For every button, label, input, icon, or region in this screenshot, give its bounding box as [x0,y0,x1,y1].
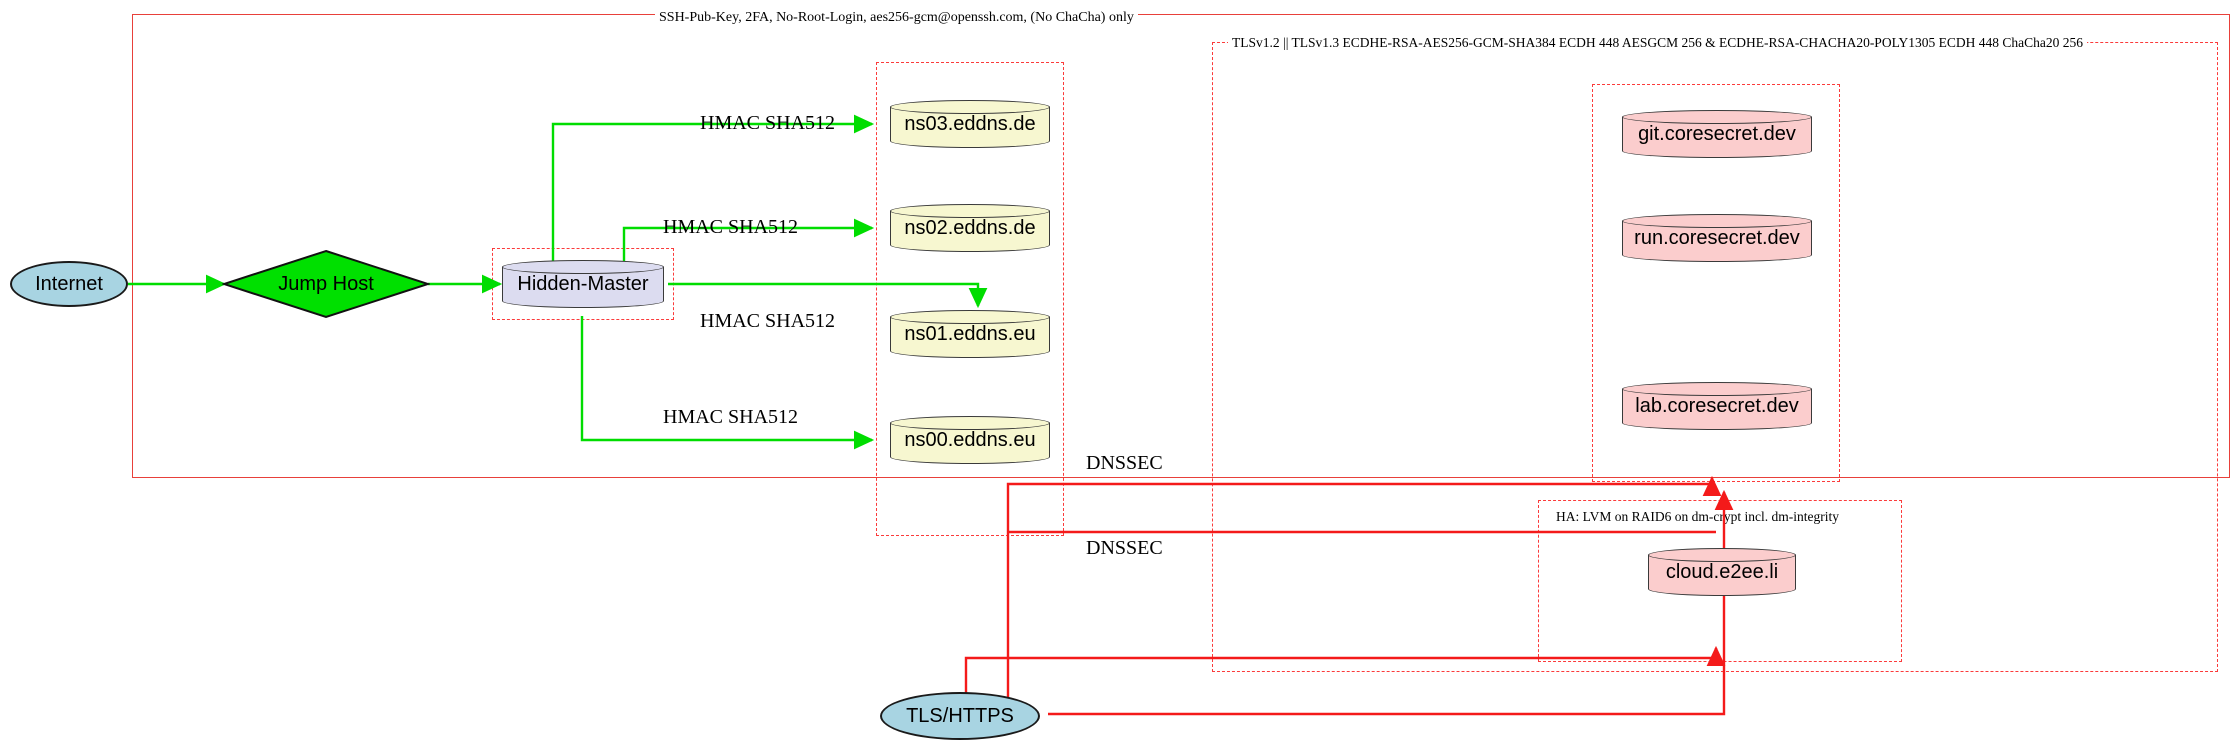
node-internet[interactable]: Internet [10,261,128,307]
node-ns00-label: ns00.eddns.eu [904,428,1036,451]
node-ns03-label: ns03.eddns.de [904,112,1036,135]
node-lab-coresecret[interactable]: lab.coresecret.dev [1622,382,1812,430]
cylinder-top [1622,110,1812,124]
node-ns00[interactable]: ns00.eddns.eu [890,416,1050,464]
node-run-coresecret[interactable]: run.coresecret.dev [1622,214,1812,262]
node-ns01[interactable]: ns01.eddns.eu [890,310,1050,358]
node-run-coresecret-label: run.coresecret.dev [1634,226,1800,249]
cylinder-top [890,416,1050,430]
edge-label-dnssec-lower: DNSSEC [1086,537,1163,559]
node-lab-coresecret-label: lab.coresecret.dev [1635,394,1799,417]
edge-label-hmac-ns01: HMAC SHA512 [700,310,836,332]
node-cloud-e2ee[interactable]: cloud.e2ee.li [1648,548,1796,596]
node-jump-host-label: Jump Host [278,272,374,295]
cluster-tls-zone-label: TLSv1.2 || TLSv1.3 ECDHE-RSA-AES256-GCM-… [1228,35,2087,51]
node-cloud-e2ee-label: cloud.e2ee.li [1665,560,1779,583]
node-hidden-master-label: Hidden-Master [517,272,649,295]
cylinder-top [890,310,1050,324]
cluster-ssh-zone-label: SSH-Pub-Key, 2FA, No-Root-Login, aes256-… [655,10,1138,26]
node-jump-host[interactable]: Jump Host [222,249,430,319]
cylinder-top [890,100,1050,114]
node-ns02-label: ns02.eddns.de [904,216,1036,239]
cylinder-top [1622,382,1812,396]
cluster-ha-zone-label: HA: LVM on RAID6 on dm-crypt incl. dm-in… [1552,509,1843,525]
cylinder-top [1622,214,1812,228]
edge-label-dnssec-upper: DNSSEC [1086,452,1163,474]
node-internet-label: Internet [35,272,103,295]
node-tls-https-label: TLS/HTTPS [906,704,1014,727]
cluster-ssh-zone [132,14,2230,478]
cylinder-top [890,204,1050,218]
node-ns02[interactable]: ns02.eddns.de [890,204,1050,252]
edge-label-hmac-ns03: HMAC SHA512 [700,112,836,134]
node-tls-https[interactable]: TLS/HTTPS [880,692,1040,740]
edge-label-hmac-ns00: HMAC SHA512 [663,406,799,428]
node-hidden-master[interactable]: Hidden-Master [502,260,664,308]
edge-label-hmac-ns02: HMAC SHA512 [663,216,799,238]
node-ns01-label: ns01.eddns.eu [904,322,1036,345]
node-git-coresecret[interactable]: git.coresecret.dev [1622,110,1812,158]
node-git-coresecret-label: git.coresecret.dev [1638,122,1796,145]
node-ns03[interactable]: ns03.eddns.de [890,100,1050,148]
